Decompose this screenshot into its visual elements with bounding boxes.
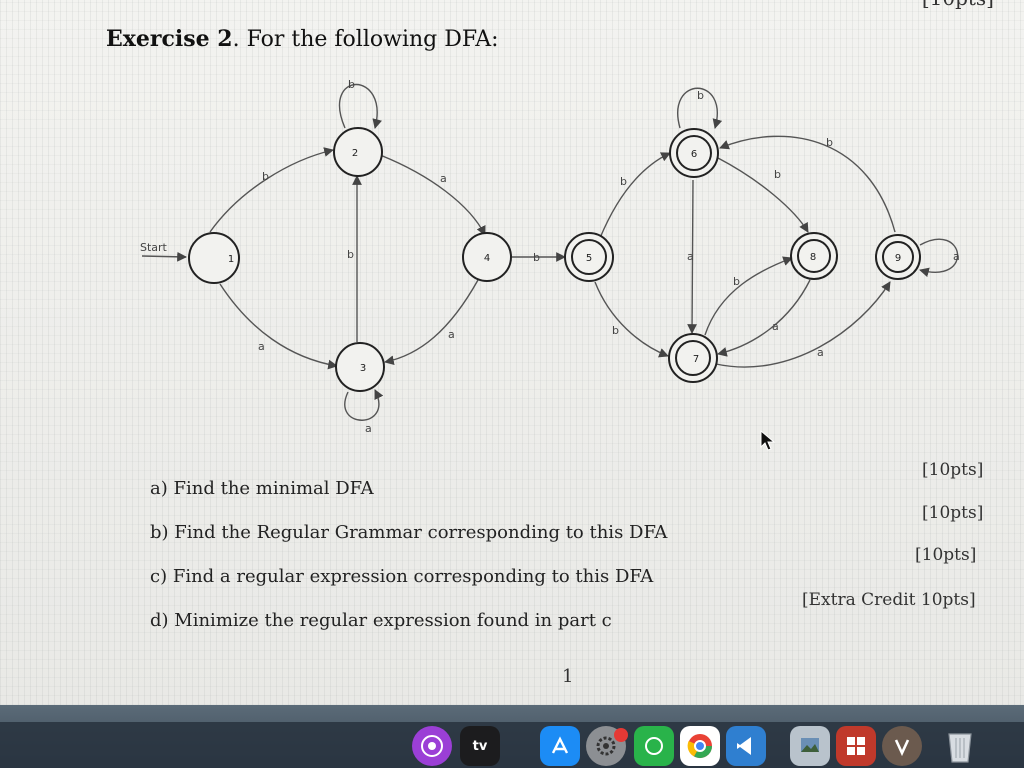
photo-booth-icon[interactable]	[836, 726, 876, 766]
whatsapp-icon[interactable]	[634, 726, 674, 766]
vpn-icon[interactable]	[882, 726, 922, 766]
question-d: d) Minimize the regular expression found…	[150, 610, 612, 631]
label-4-5: b	[533, 251, 540, 264]
label-1-3: a	[258, 340, 265, 353]
chrome-icon[interactable]	[680, 726, 720, 766]
label-8-7: a	[772, 320, 779, 333]
points-d: [Extra Credit 10pts]	[802, 590, 976, 610]
question-text: Find a regular expression corresponding …	[172, 566, 654, 587]
page-number: 1	[562, 666, 574, 687]
edge-8-7	[717, 279, 811, 357]
edge-9-6	[719, 135, 896, 233]
state-9: 9	[875, 234, 921, 280]
top-right-points: [10pts]	[922, 0, 994, 10]
svg-text:1: 1	[228, 254, 234, 265]
question-text: Minimize the regular expression found in…	[174, 610, 612, 631]
state-5: 5	[564, 232, 614, 282]
start-label: Start	[140, 241, 168, 254]
state-3: 3	[335, 342, 385, 392]
edge-1-3	[219, 283, 338, 370]
podcasts-icon[interactable]	[412, 726, 452, 766]
loop-6	[677, 87, 723, 129]
svg-text:4: 4	[484, 253, 490, 264]
state-7: 7	[668, 333, 718, 383]
edge-7-8	[704, 256, 793, 336]
question-letter: d)	[150, 610, 169, 631]
label-loop-9: a	[953, 250, 960, 263]
label-loop-6: b	[697, 89, 704, 102]
question-a: a) Find the minimal DFA	[150, 478, 374, 499]
state-2: 2	[333, 127, 383, 177]
svg-text:2: 2	[352, 148, 358, 159]
label-9-6: b	[826, 136, 833, 149]
edge-2-4	[379, 154, 486, 236]
document-page	[0, 0, 1024, 705]
label-5-7: b	[612, 324, 619, 337]
edge-1-2	[209, 147, 334, 233]
vscode-icon[interactable]	[726, 726, 766, 766]
svg-text:8: 8	[810, 252, 816, 263]
label-5-6: b	[620, 175, 627, 188]
preview-icon[interactable]	[790, 726, 830, 766]
svg-text:5: 5	[586, 253, 592, 264]
state-8: 8	[790, 232, 838, 280]
loop-9	[919, 238, 959, 278]
questions-list: a) Find the minimal DFA [10pts] b) Find …	[150, 460, 984, 631]
svg-text:7: 7	[693, 354, 699, 365]
edge-6-7	[687, 179, 697, 334]
apple-tv-label: tv	[472, 738, 488, 754]
label-6-7: a	[687, 250, 694, 263]
exercise-label: Exercise 2	[106, 26, 233, 52]
question-b: b) Find the Regular Grammar correspondin…	[150, 522, 667, 543]
edge-5-7	[594, 281, 669, 358]
label-loop-2: b	[348, 78, 355, 91]
edge-7-9	[715, 281, 891, 368]
question-c: c) Find a regular expression correspondi…	[150, 566, 653, 587]
app-store-icon[interactable]	[540, 726, 580, 766]
svg-text:9: 9	[895, 253, 901, 264]
edge-5-6	[599, 152, 671, 239]
edge-4-3	[384, 279, 479, 366]
question-text: Find the minimal DFA	[173, 478, 374, 499]
question-text: Find the Regular Grammar corresponding t…	[174, 522, 668, 543]
svg-text:6: 6	[691, 149, 697, 160]
points-c: [10pts]	[915, 545, 977, 565]
loop-2	[338, 83, 382, 129]
loop-3	[344, 389, 384, 421]
label-6-8: b	[774, 168, 781, 181]
state-4: 4	[462, 232, 512, 282]
svg-text:3: 3	[360, 363, 366, 374]
label-loop-3: a	[365, 422, 372, 435]
notification-badge	[614, 728, 628, 742]
points-b: [10pts]	[922, 503, 984, 523]
points-a: [10pts]	[922, 460, 984, 480]
label-7-8: b	[733, 275, 740, 288]
apple-tv-icon[interactable]: tv	[460, 726, 500, 766]
question-letter: b)	[150, 522, 169, 543]
label-2-4: a	[440, 172, 447, 185]
exercise-title-rest: . For the following DFA:	[232, 27, 499, 52]
mouse-cursor-icon	[760, 430, 776, 451]
edge-6-8	[717, 157, 809, 233]
question-letter: c)	[150, 566, 168, 587]
trash-icon[interactable]	[940, 726, 980, 766]
exercise-title: Exercise 2. For the following DFA:	[106, 26, 499, 52]
label-7-9: a	[817, 346, 824, 359]
question-letter: a)	[150, 478, 168, 499]
label-3-2: b	[347, 248, 354, 261]
state-1: 1	[188, 232, 240, 284]
state-6: 6	[669, 128, 719, 178]
start-arrow	[141, 251, 187, 262]
label-1-2: b	[262, 170, 269, 183]
dfa-diagram: 1 2 3 4 5 6 7 8 9 Start b a b a b a a b …	[140, 78, 960, 435]
label-4-3: a	[448, 328, 455, 341]
